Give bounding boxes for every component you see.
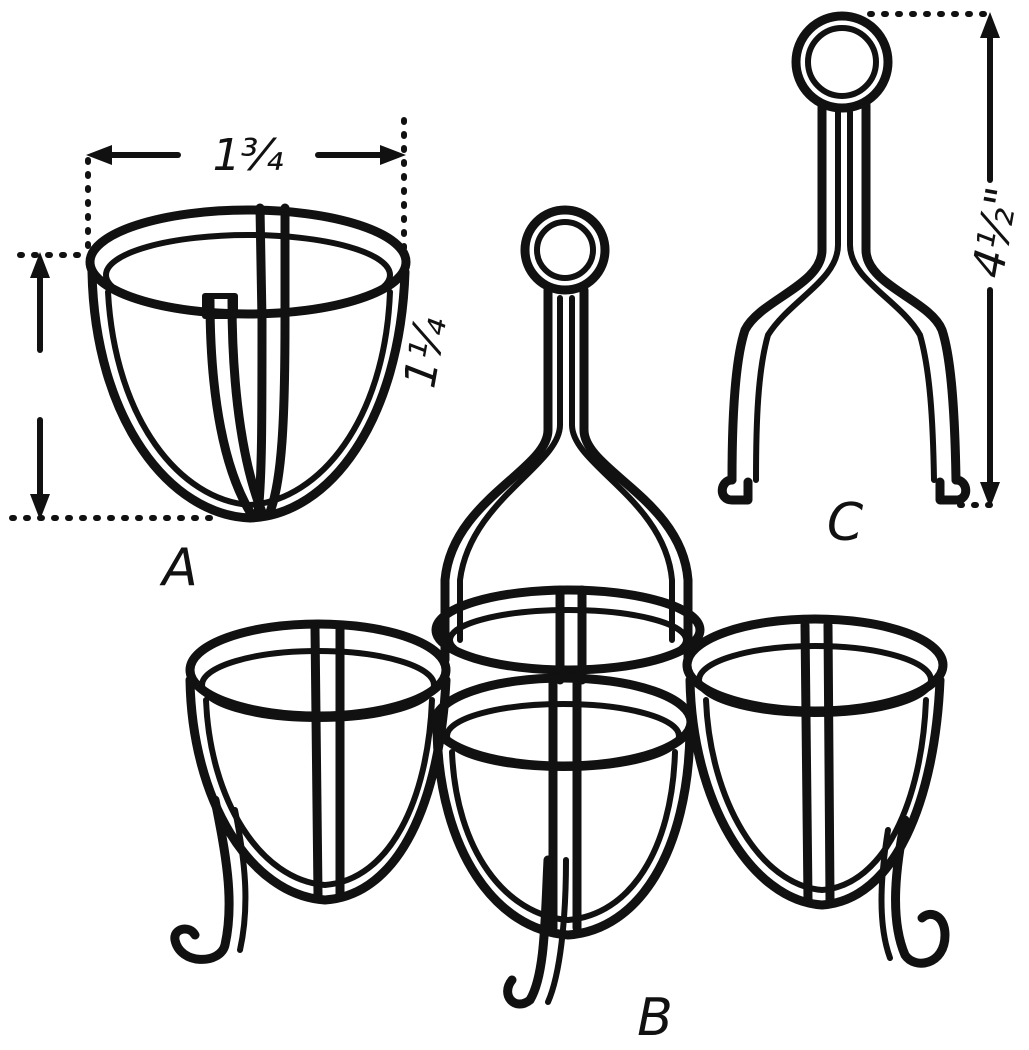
handle-height-label: 4½" (963, 183, 1029, 281)
figure-c-handle (717, 11, 971, 505)
cup-height-dimension: 1¼ (9, 252, 457, 521)
figure-a-label: A (159, 538, 198, 598)
figure-b-assembled-stand (170, 205, 950, 1009)
cup-height-label: 1¼ (394, 313, 457, 392)
cup-width-dimension: 1¾ (85, 117, 407, 261)
figure-b-label: B (637, 988, 673, 1048)
figure-a-single-cup (85, 203, 411, 523)
figure-c-label: C (827, 493, 864, 553)
handle-height-dimension: 4½" (867, 11, 1029, 508)
cup-width-label: 1¾ (213, 130, 284, 181)
